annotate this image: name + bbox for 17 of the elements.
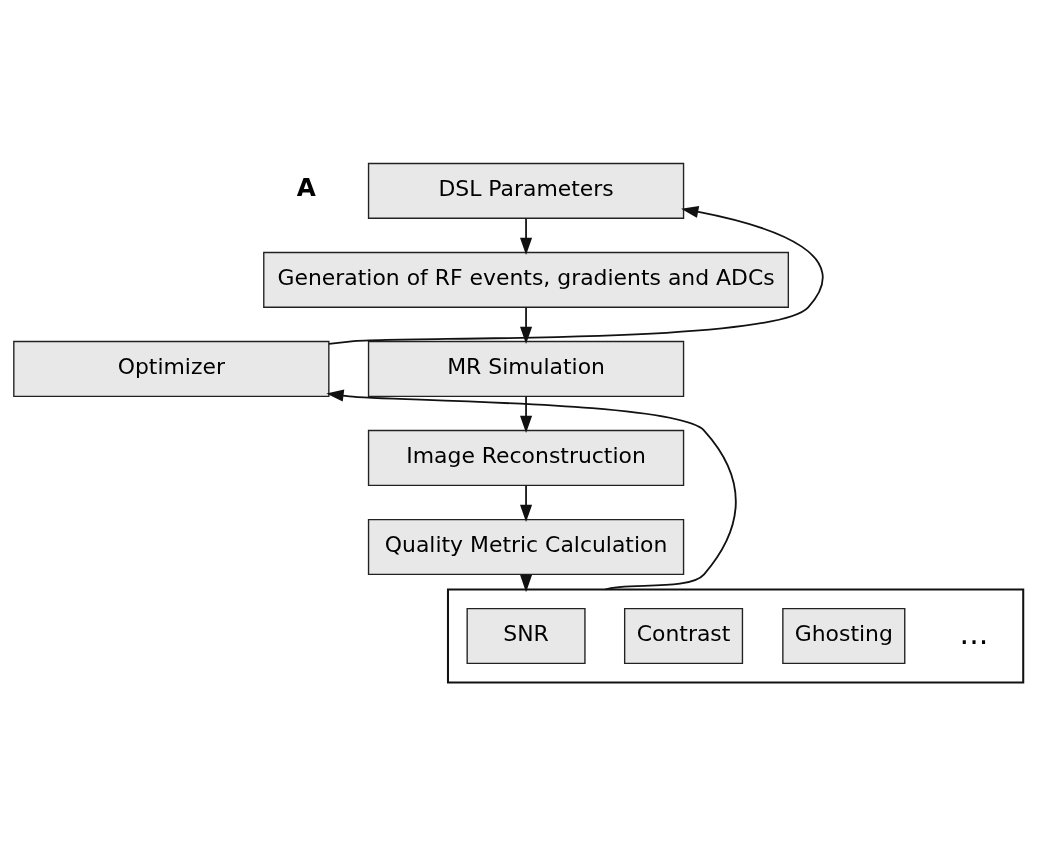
node-box: Optimizer [13,340,330,397]
arrow [328,205,824,345]
arrow [520,484,533,523]
node-box: MR Simulation [367,340,685,397]
cluster [446,588,1025,684]
arrow [520,306,533,345]
node-box: Contrast [624,607,744,665]
node-box: SNR [466,607,586,665]
arrow [326,389,737,591]
label: ... [959,615,989,651]
arrow [520,395,533,434]
label: A [296,172,316,202]
node-box: Ghosting [782,607,906,665]
node-box: Image Reconstruction [367,429,685,487]
node-box: DSL Parameters [367,162,685,219]
arrow [520,217,533,256]
node-box: Generation of RF events, gradients and ADCs [263,251,790,308]
